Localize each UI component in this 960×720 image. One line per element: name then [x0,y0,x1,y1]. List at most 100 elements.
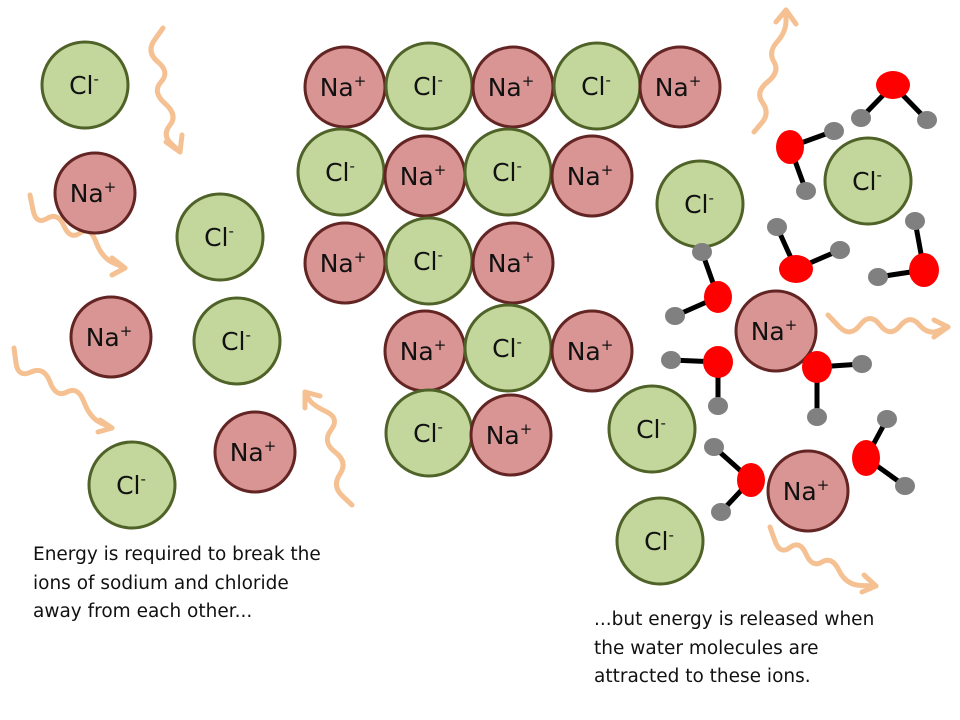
ion-charge: + [689,72,702,90]
ion-label: Cl- [69,70,99,100]
ion-symbol: Na [230,438,264,467]
ions: Cl-Na+Cl-Na+Cl-Cl-Na+Na+Cl-Na+Cl-Na+Cl-N… [40,40,913,586]
chloride-ion: Cl- [40,40,130,130]
arrowhead-icon [163,132,185,155]
chloride-ion: Cl- [87,440,177,530]
sodium-ion: Na+ [734,289,818,373]
hydrogen-atom [852,355,872,373]
ion-label: Na+ [567,336,614,366]
ion-symbol: Na [86,323,120,352]
chloride-ion: Cl- [615,496,705,586]
sodium-ion: Na+ [469,393,553,477]
arrowhead-icon [109,255,128,278]
ion-charge: + [785,316,798,334]
chloride-ion: Cl- [175,192,265,282]
arrowhead-icon [859,572,879,595]
ion-symbol: Cl [684,190,708,219]
squiggle-line [11,345,115,431]
ion-symbol: Cl [852,167,876,196]
ion-circle [615,496,705,586]
ion-charge: - [516,157,521,175]
arrowhead-icon [931,317,951,340]
caption-energy-required: Energy is required to break the ions of … [33,541,321,627]
hydrogen-atom [895,477,915,495]
ion-charge: + [120,322,133,340]
water-molecule [776,122,844,200]
ion-circle [40,40,130,130]
ion-symbol: Cl [69,71,93,100]
energy-arrows [11,7,951,595]
arrowhead-icon [95,417,115,435]
ion-label: Cl- [644,526,674,556]
energy-arrow [11,345,115,435]
ion-circle [53,151,137,235]
ion-charge: - [93,70,98,88]
ion-symbol: Na [400,337,434,366]
arrowhead-icon [302,389,323,411]
ion-symbol: Cl [644,527,668,556]
ion-circle [471,221,555,305]
ion-circle [192,296,282,386]
ion-label: Cl- [492,157,522,187]
ion-circle [550,134,634,218]
caption-line: ...but energy is released when [594,609,875,630]
sodium-ion: Na+ [550,309,634,393]
caption-line: the water molecules are [594,637,819,659]
ion-label: Na+ [751,316,798,346]
ion-charge: + [354,248,367,266]
ion-symbol: Na [783,477,817,506]
ion-circle [69,295,153,379]
ion-label: Na+ [655,72,702,102]
ion-label: Cl- [684,189,714,219]
ion-symbol: Cl [492,334,516,363]
chloride-ion: Cl- [384,216,474,306]
ion-symbol: Cl [413,72,437,101]
ion-symbol: Na [70,179,104,208]
oxygen-atom [776,130,804,164]
water-molecule [661,346,733,415]
sodium-ion: Na+ [303,221,387,305]
ion-circle [766,449,850,533]
oxygen-atom [703,346,733,378]
ion-circle [734,289,818,373]
hydrogen-atom [868,268,888,286]
hydrogen-atom [708,397,728,415]
chloride-ion: Cl- [296,127,386,217]
sodium-ion: Na+ [213,410,297,494]
ion-charge: - [605,71,610,89]
chloride-ion: Cl- [463,303,553,393]
squiggle-line [825,312,951,335]
ion-charge: + [264,437,277,455]
ion-charge: + [434,336,447,354]
hydrogen-atom [711,503,731,521]
ion-symbol: Cl [204,223,228,252]
energy-arrow [27,192,128,278]
energy-arrow [751,7,799,135]
ion-symbol: Cl [325,158,349,187]
ion-label: Cl- [413,246,443,276]
oxygen-atom [876,71,910,99]
hydrogen-atom [917,111,937,129]
sodium-ion: Na+ [383,309,467,393]
chloride-ion: Cl- [655,159,745,249]
caption-line: attracted to these ions. [594,666,811,687]
ion-label: Na+ [400,161,447,191]
sodium-ion: Na+ [550,134,634,218]
ion-charge: - [245,326,250,344]
sodium-ion: Na+ [53,151,137,235]
energy-arrow [148,25,185,155]
oxygen-atom [779,255,813,283]
oxygen-atom [852,440,880,476]
ion-symbol: Na [567,337,601,366]
oxygen-atom [909,253,939,287]
ion-charge: - [437,71,442,89]
ion-label: Cl- [413,418,443,448]
hydrogen-atom [661,351,681,369]
ion-symbol: Cl [221,327,245,356]
ion-label: Na+ [230,437,277,467]
ion-circle [638,45,722,129]
arrowhead-icon [773,7,799,27]
hydrogen-atom [851,109,871,127]
caption-line: Energy is required to break the [33,544,321,565]
